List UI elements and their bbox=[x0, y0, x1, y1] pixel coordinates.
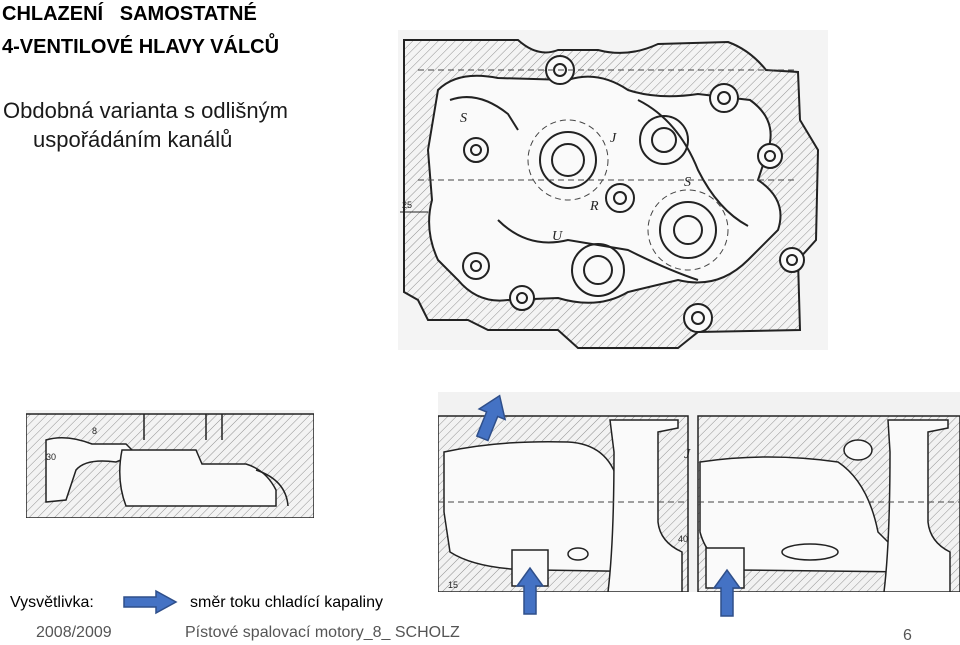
cylinder-head-plan-drawing: S S R U J 25 bbox=[398, 30, 828, 350]
slide-title-line1: CHLAZENÍ SAMOSTATNÉ bbox=[2, 3, 257, 25]
slide-title-line2: 4-VENTILOVÉ HLAVY VÁLCŮ bbox=[2, 36, 280, 58]
flow-arrow-up-top bbox=[475, 394, 507, 442]
flow-arrow-up-bottom-right bbox=[712, 568, 742, 617]
dim-15: 15 bbox=[448, 580, 458, 590]
legend-description: směr toku chladící kapaliny bbox=[190, 594, 383, 611]
subtitle-line2: uspořádáním kanálů bbox=[33, 127, 233, 152]
dim-25: 25 bbox=[402, 200, 412, 210]
label-u: U bbox=[552, 229, 563, 244]
flow-arrow-up-bottom-left bbox=[515, 566, 545, 615]
cross-section-large-drawing: J 15 40 bbox=[438, 392, 960, 592]
label-s-left: S bbox=[460, 111, 467, 126]
page-number: 6 bbox=[903, 627, 912, 644]
cross-section-small-drawing: 8 30 bbox=[26, 410, 314, 518]
label-s-right: S bbox=[684, 175, 691, 190]
label-j-right: J bbox=[684, 447, 691, 462]
dim-40: 40 bbox=[678, 534, 688, 544]
subtitle-line1: Obdobná varianta s odlišným bbox=[3, 98, 288, 123]
dim-8: 8 bbox=[92, 426, 97, 436]
label-j-top: J bbox=[610, 131, 617, 146]
label-r: R bbox=[589, 199, 599, 214]
legend-arrow-icon bbox=[123, 589, 178, 615]
legend-label: Vysvětlivka: bbox=[10, 594, 94, 611]
dim-30: 30 bbox=[46, 452, 56, 462]
footer-year: 2008/2009 bbox=[36, 624, 112, 641]
footer-course: Pístové spalovací motory_8_ SCHOLZ bbox=[185, 624, 460, 641]
